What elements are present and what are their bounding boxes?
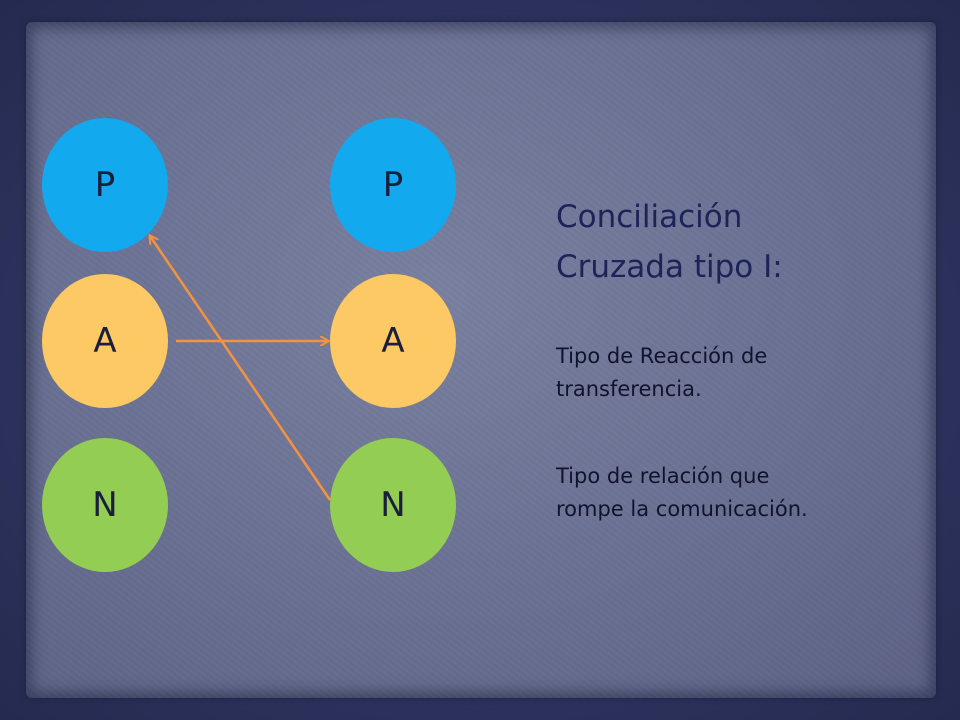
right-adult-circle: A xyxy=(330,274,456,408)
reaction-type-line-2: transferencia. xyxy=(556,377,702,401)
slide-title-line-2: Cruzada tipo I: xyxy=(556,249,783,285)
slide-title: Conciliación Cruzada tipo I: xyxy=(556,192,916,292)
left-child-label: N xyxy=(92,485,118,525)
left-child-circle: N xyxy=(42,438,168,572)
right-child-label: N xyxy=(380,485,406,525)
right-adult-label: A xyxy=(381,321,405,361)
relation-type-text: Tipo de relación que rompe la comunicaci… xyxy=(556,460,916,526)
right-child-circle: N xyxy=(330,438,456,572)
slide-title-line-1: Conciliación xyxy=(556,199,743,235)
relation-type-line-2: rompe la comunicación. xyxy=(556,497,808,521)
reaction-type-text: Tipo de Reacción de transferencia. xyxy=(556,340,916,406)
left-parent-label: P xyxy=(94,165,116,205)
relation-type-line-1: Tipo de relación que xyxy=(556,464,770,488)
right-parent-label: P xyxy=(382,165,404,205)
left-parent-circle: P xyxy=(42,118,168,252)
right-parent-circle: P xyxy=(330,118,456,252)
reaction-type-line-1: Tipo de Reacción de xyxy=(556,344,768,368)
left-adult-label: A xyxy=(93,321,117,361)
left-adult-circle: A xyxy=(42,274,168,408)
